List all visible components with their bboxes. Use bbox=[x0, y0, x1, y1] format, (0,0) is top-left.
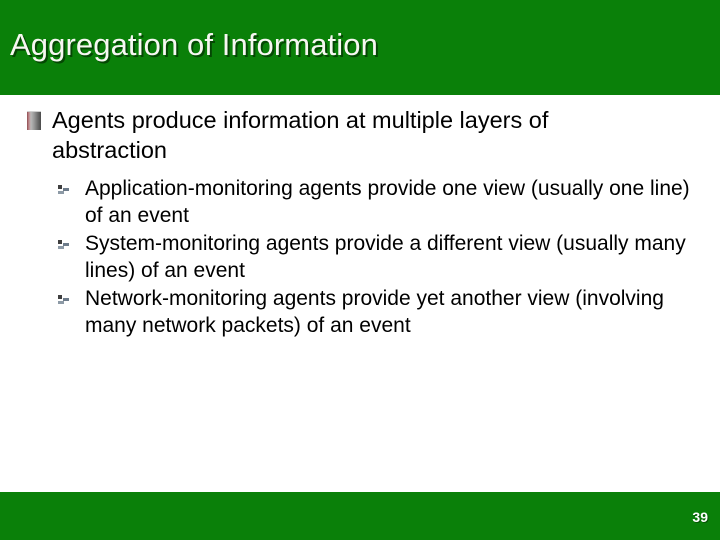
slide-body: Agents produce information at multiple l… bbox=[0, 95, 720, 492]
bullet-level2-label: System-monitoring agents provide a diffe… bbox=[85, 232, 686, 282]
page-number: 39 bbox=[692, 509, 708, 525]
slide-footer-band: 39 bbox=[0, 492, 720, 540]
bullet-level2: Application-monitoring agents provide on… bbox=[58, 175, 698, 229]
page-title: Aggregation of Information bbox=[10, 27, 378, 62]
square-3d-bullet-icon bbox=[27, 111, 41, 130]
bullet-level2-label: Network-monitoring agents provide yet an… bbox=[85, 287, 664, 337]
small-square-bullet-icon bbox=[58, 240, 69, 249]
bullet-level2: Network-monitoring agents provide yet an… bbox=[58, 285, 698, 339]
bullet-level1-label: Agents produce information at multiple l… bbox=[52, 107, 549, 163]
sub-bullet-list: Application-monitoring agents provide on… bbox=[58, 175, 698, 340]
small-square-bullet-icon bbox=[58, 185, 69, 194]
slide-header-band: Aggregation of Information bbox=[0, 0, 720, 95]
bullet-level2: System-monitoring agents provide a diffe… bbox=[58, 230, 698, 284]
bullet-level1: Agents produce information at multiple l… bbox=[27, 105, 687, 165]
small-square-bullet-icon bbox=[58, 295, 69, 304]
bullet-level2-label: Application-monitoring agents provide on… bbox=[85, 177, 690, 227]
